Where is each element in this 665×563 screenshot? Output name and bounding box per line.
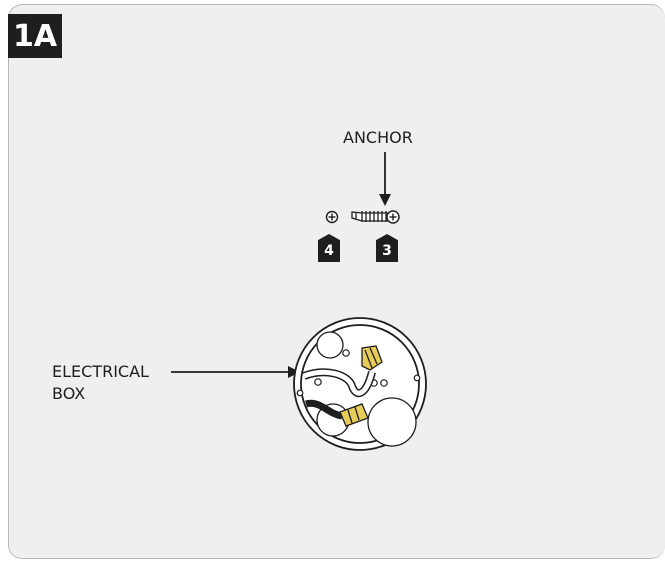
screw-icon [325,210,339,224]
wire-nut-icon [339,403,369,427]
electrical-box-icon [293,317,427,451]
electrical-box-arrowhead [288,366,300,378]
step-number-tag: 1A [8,14,62,58]
instruction-panel [8,4,665,559]
electrical-box-label-line1: ELECTRICAL [52,362,149,381]
wire-nut-icon [361,345,383,371]
anchor-icon [351,211,389,222]
callout-3: 3 [376,234,398,262]
anchor-label: ANCHOR [343,128,413,147]
electrical-box-label-line2: BOX [52,384,86,403]
anchor-arrowhead [379,194,391,206]
callout-4: 4 [318,234,340,262]
anchor-screw-head-icon [386,210,400,224]
